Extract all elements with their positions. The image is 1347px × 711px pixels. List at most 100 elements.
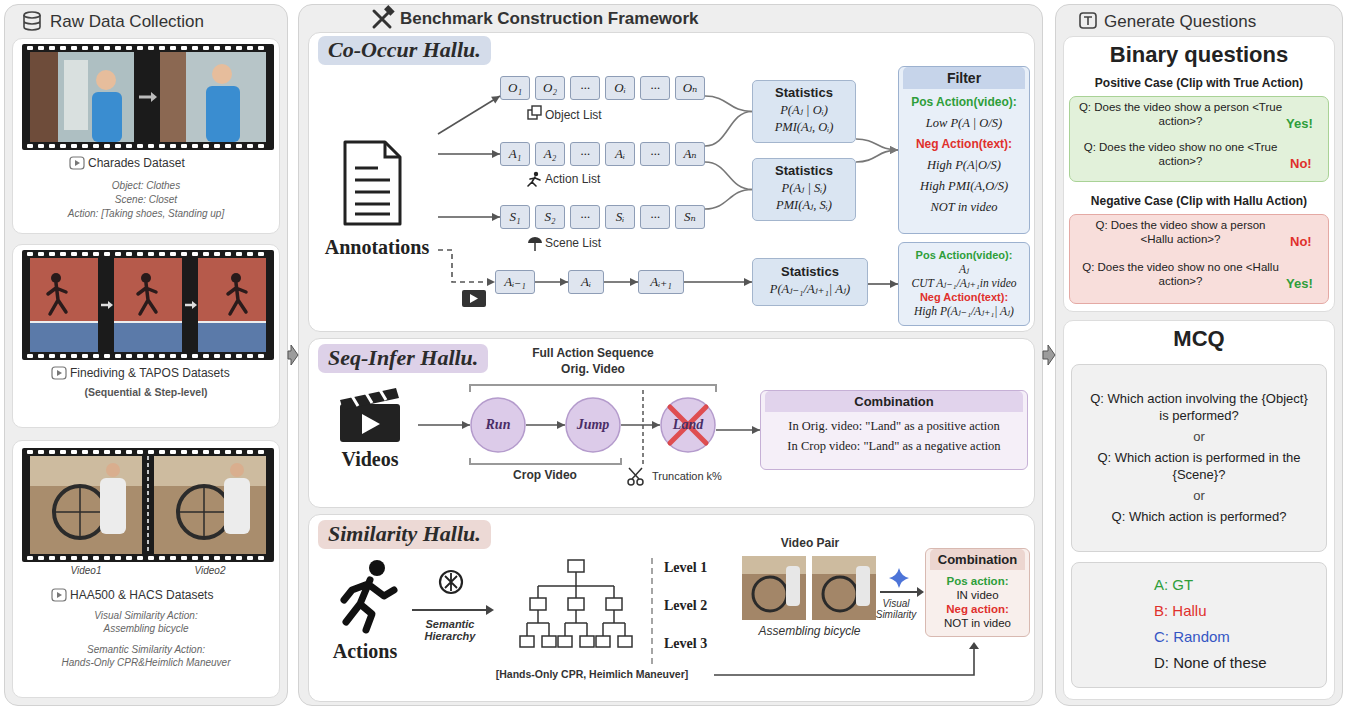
annotation-doc: Annotations bbox=[316, 130, 438, 270]
arrow-head bbox=[890, 146, 898, 154]
node-text: NOT in video bbox=[930, 197, 997, 218]
connector-line bbox=[438, 153, 500, 155]
text-holder: Crop Video bbox=[500, 468, 590, 482]
node-text: Object: Clothes bbox=[20, 180, 272, 192]
node-text: or bbox=[1193, 429, 1205, 444]
text-holder: Negative Case (Clip with Hallu Action) bbox=[1069, 194, 1329, 208]
node-text: A₁ bbox=[509, 146, 521, 162]
text-holder: Binary questions bbox=[1063, 42, 1335, 68]
stats-box: StatisticsP(Aⱼ | Sᵢ)PMI(Aⱼ, Sᵢ) bbox=[752, 158, 856, 221]
text-holder: Assembling bicycle bbox=[742, 624, 877, 638]
text-holder: No! bbox=[1290, 234, 1326, 249]
node-text: High PMI(A,O/S) bbox=[920, 176, 1008, 197]
text-holder: Truncation k% bbox=[652, 470, 742, 482]
node-text: Run bbox=[486, 417, 511, 433]
section-panel: Raw Data CollectionCharades DatasetObjec… bbox=[4, 4, 288, 706]
case-box: Negative Case (Clip with Hallu Action)Q:… bbox=[1069, 214, 1329, 304]
node-text: Low P(A | O/S) bbox=[926, 113, 1002, 134]
text-holder: Full Action Sequence bbox=[508, 346, 678, 360]
node-text: Neg action: bbox=[946, 602, 1009, 616]
annotation-label: Video Pair bbox=[750, 536, 870, 550]
section-panel: Benchmark Construction FrameworkCo-Occur… bbox=[298, 4, 1043, 706]
node-text: B: Hallu bbox=[1076, 598, 1207, 624]
option-box: A: GTB: HalluC: RandomD: None of these bbox=[1071, 562, 1327, 688]
node-text: Hands-Only CPR&Heimlich Maneuver bbox=[20, 657, 272, 669]
list-item: Sₙ bbox=[675, 205, 705, 229]
connector bbox=[604, 278, 638, 286]
node-text: MCQ bbox=[1063, 326, 1335, 352]
node-text: Neg Action(text): bbox=[920, 290, 1008, 304]
node-text: Sₙ bbox=[684, 209, 696, 225]
node-text: Q: Does the video show no one <Hallu act… bbox=[1078, 260, 1283, 288]
list-item: A₂ bbox=[535, 142, 565, 166]
list-item: Aᵢ bbox=[568, 270, 604, 294]
node-text: Q: Does the video show a person <True ac… bbox=[1078, 100, 1283, 128]
flow-arrow bbox=[288, 345, 298, 365]
text-holder: Generate Questions bbox=[1104, 12, 1324, 32]
node-text: Q: Which action involving the {Object} i… bbox=[1076, 390, 1322, 424]
node-text: Pos Action(video): bbox=[916, 248, 1013, 262]
node-text: P(Aⱼ | Sᵢ) bbox=[782, 180, 827, 197]
connector-line bbox=[705, 112, 752, 147]
list-item: ··· bbox=[570, 205, 600, 229]
arrow-head bbox=[492, 150, 500, 158]
text-holder: Object: Clothes bbox=[20, 180, 272, 192]
list-item: ··· bbox=[640, 205, 670, 229]
node-text: Aₙ bbox=[683, 146, 696, 162]
connector-line bbox=[868, 283, 898, 285]
arrow-head bbox=[492, 213, 500, 221]
connector bbox=[705, 190, 752, 210]
node-text: Aᵢ bbox=[581, 274, 591, 290]
connector bbox=[438, 250, 495, 286]
dataset-card: Finediving & TAPOS Datasets(Sequential &… bbox=[12, 244, 280, 428]
node-text: In Crop video: "Land" as a negative acti… bbox=[787, 436, 1000, 456]
text-holder: HAA500 & HACS Datasets bbox=[70, 588, 270, 602]
connector-line bbox=[716, 429, 760, 431]
node-text: IN video bbox=[956, 588, 998, 602]
arrow-head bbox=[652, 421, 660, 429]
list-item: ··· bbox=[640, 76, 670, 100]
list-item: Oᵢ bbox=[605, 76, 635, 100]
text-holder: Annotations bbox=[316, 236, 438, 259]
text-holder: Yes! bbox=[1286, 116, 1326, 131]
list-item: Aᵢ₊₁ bbox=[638, 270, 684, 294]
connector-line bbox=[684, 281, 752, 283]
stats-box: StatisticsP(Aⱼ | Oᵢ)PMI(Aⱼ, Oᵢ) bbox=[752, 80, 856, 143]
combination-box: CombinationIn Orig. video: "Land" as a p… bbox=[760, 390, 1028, 470]
node-text: Sᵢ bbox=[616, 209, 625, 225]
node-text: Finediving & TAPOS Datasets bbox=[70, 366, 270, 380]
node-text: Video2 bbox=[165, 565, 255, 576]
node-text: Aᵢ bbox=[615, 146, 625, 162]
text-holder: Q: Does the video show a person <Hallu a… bbox=[1078, 218, 1283, 246]
connector bbox=[716, 426, 760, 434]
text-holder: Q: Does the video show a person <True ac… bbox=[1078, 100, 1283, 128]
node-text: A: GT bbox=[1076, 572, 1193, 598]
text-holder: Yes! bbox=[1286, 276, 1326, 291]
node-text: Combination bbox=[765, 391, 1023, 412]
text-holder: Level 1 bbox=[664, 560, 730, 576]
list-item: S₁ bbox=[500, 205, 530, 229]
node-text: Statistics bbox=[775, 163, 833, 178]
annotation-label: [Hands-Only CPR, Heimlich Maneuver] bbox=[474, 668, 710, 680]
node-text: Q: Does the video show no one <True acti… bbox=[1078, 140, 1283, 168]
list-item: Oₙ bbox=[675, 76, 705, 100]
arrow-head bbox=[487, 278, 495, 286]
node-text: Land bbox=[673, 417, 703, 433]
connector bbox=[684, 278, 752, 286]
text-holder: Semantic Hierarchy bbox=[400, 618, 500, 642]
node-text: P(Aⱼ₋₁/Aⱼ₊₁| Aⱼ) bbox=[770, 281, 850, 298]
connector bbox=[856, 146, 898, 162]
text-holder: Videos bbox=[322, 448, 418, 471]
node-text: O₁ bbox=[508, 80, 522, 96]
annotation-label: Level 2 bbox=[664, 598, 730, 614]
node-text: No! bbox=[1290, 234, 1326, 249]
node-text: Action: [Taking shoes, Standing up] bbox=[20, 208, 272, 220]
node-text: ··· bbox=[580, 80, 590, 96]
text-holder: Positive Case (Clip with True Action) bbox=[1069, 76, 1329, 90]
node-text: Jump bbox=[577, 417, 610, 433]
annotation-label: Assembling bicycle bbox=[742, 624, 877, 638]
text-holder: Assembling bicycle bbox=[20, 623, 272, 635]
text-holder: Visual Similarity bbox=[866, 598, 926, 620]
node-text: ··· bbox=[580, 146, 590, 162]
text-holder: Visual Similarity Action: bbox=[20, 610, 272, 622]
